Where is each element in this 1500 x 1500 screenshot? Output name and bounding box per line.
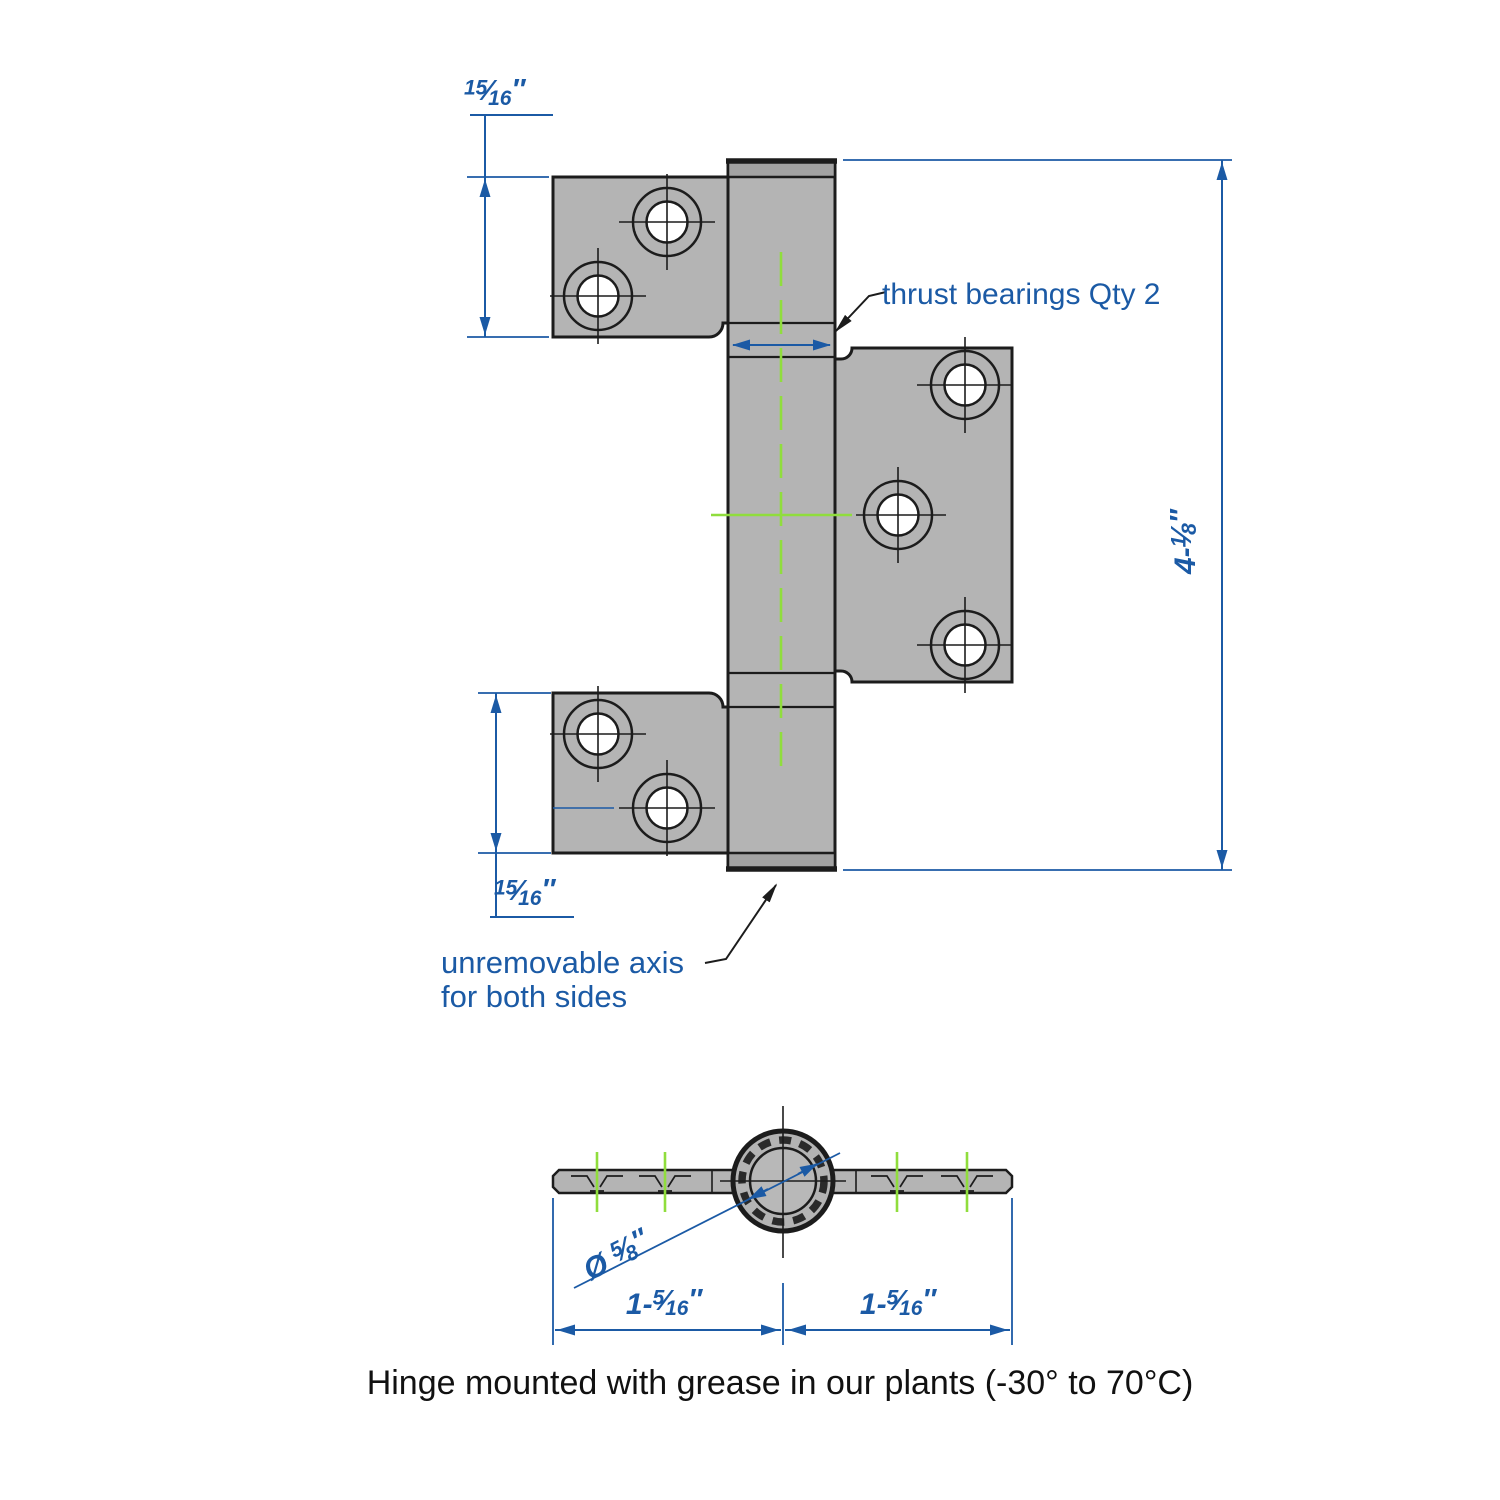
unremovable-axis-line1: unremovable axis — [441, 945, 684, 980]
section-right-leaf — [831, 1168, 1014, 1195]
thrust-bearings-label: thrust bearings Qty 2 — [882, 278, 1161, 311]
dim-left-leaf-width: 1-5⁄16″ — [625, 1284, 702, 1322]
dim-right-leaf-width: 1-5⁄16″ — [859, 1284, 936, 1322]
hole — [917, 337, 1013, 433]
dimension-lines — [467, 114, 1232, 918]
hinge-front-view — [550, 158, 1014, 872]
hole — [619, 174, 715, 270]
unremovable-axis-line2: for both sides — [441, 979, 628, 1014]
section-hole-centerlines — [595, 1152, 969, 1212]
hole — [619, 760, 715, 856]
dim-bottom-flap-height: 15⁄16″ — [494, 874, 555, 911]
leader-lines — [704, 291, 887, 964]
hole — [856, 467, 946, 563]
axis-leader — [704, 883, 778, 964]
hole — [917, 597, 1013, 693]
drawing-caption: Hinge mounted with grease in our plants … — [366, 1364, 1194, 1402]
section-left-leaf — [551, 1168, 735, 1195]
unremovable-axis-label: unremovable axis for both sides — [441, 946, 684, 1014]
section-dimensions — [552, 1152, 1013, 1345]
hinge-section-view — [551, 1106, 1014, 1258]
dim-top-flap-height: 15⁄16″ — [464, 74, 525, 111]
hole — [550, 686, 646, 782]
hole — [550, 248, 646, 344]
screw-holes — [550, 174, 1013, 856]
centerlines-green — [711, 252, 852, 778]
dim-overall-height: 4-1⁄8″ — [1165, 511, 1203, 574]
thrust-leader — [834, 291, 887, 333]
